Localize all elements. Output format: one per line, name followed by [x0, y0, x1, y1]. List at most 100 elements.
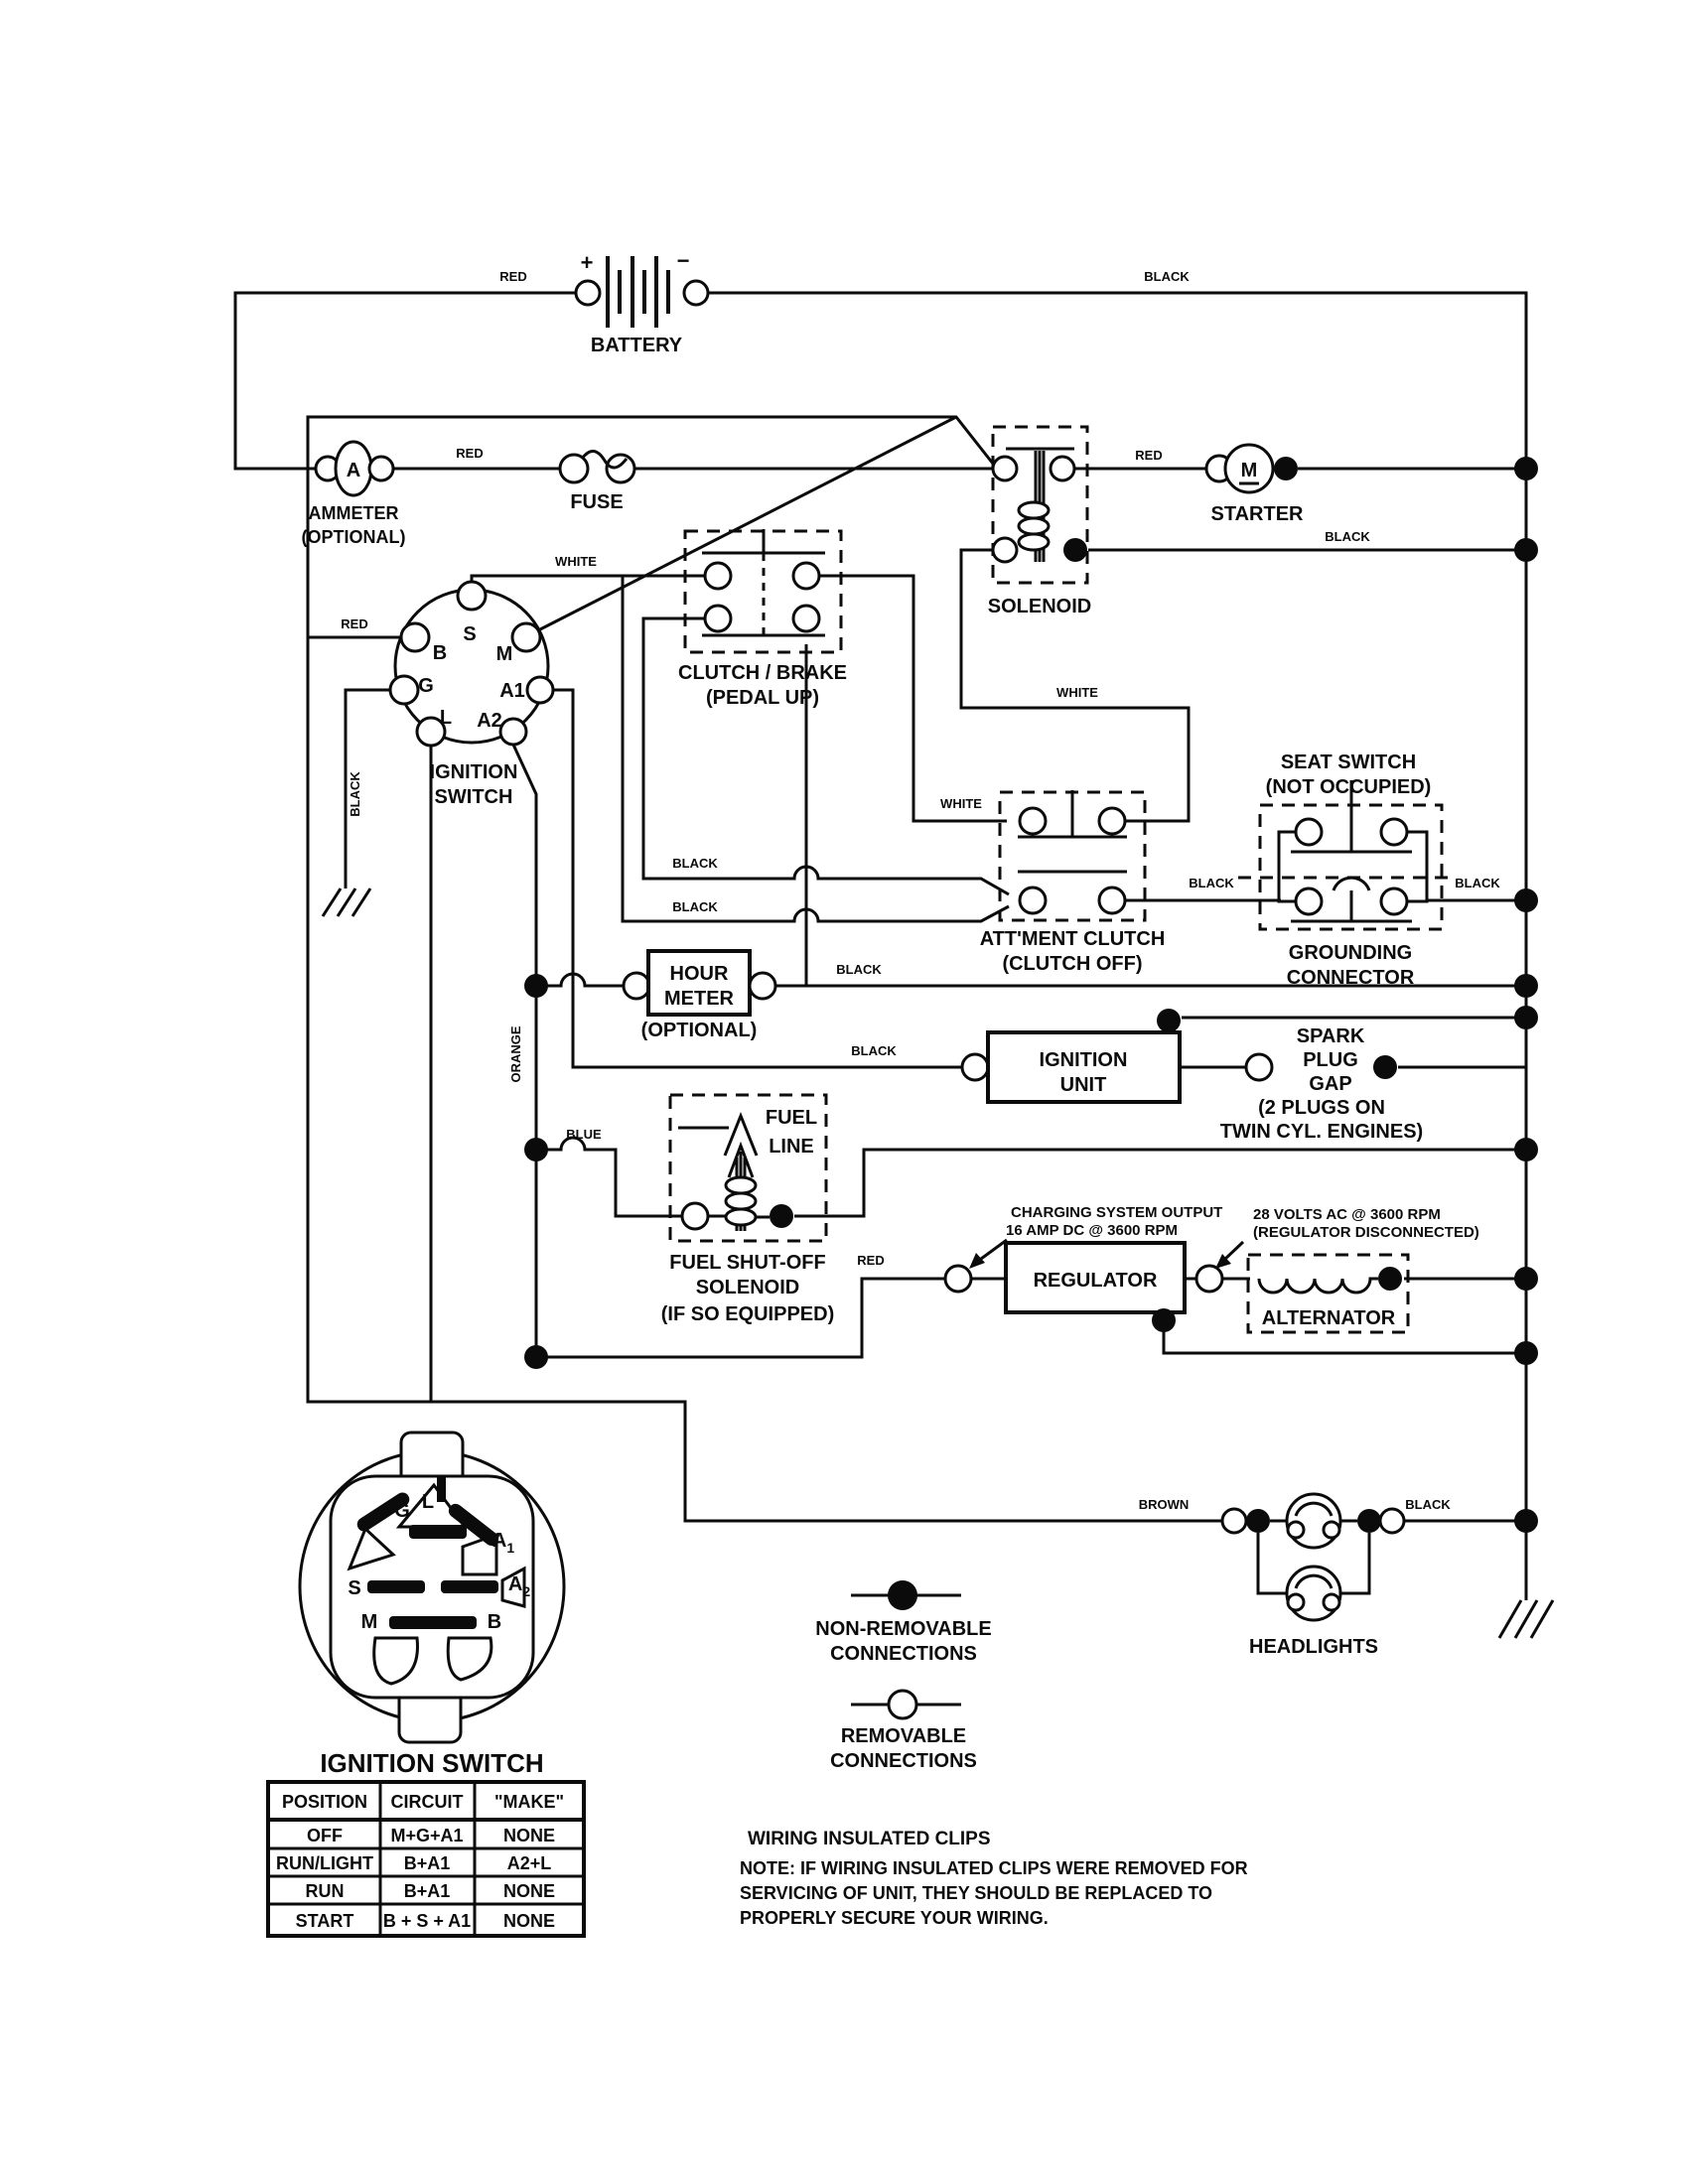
junction-dot [1157, 1009, 1181, 1032]
table-row: RUN/LIGHT B+A1 A2+L [276, 1853, 551, 1873]
starter-label: STARTER [1211, 503, 1305, 525]
fuel-coil-icon [724, 1207, 758, 1227]
key-slot [437, 1476, 446, 1502]
spark-plug-label2: PLUG [1303, 1049, 1358, 1071]
terminal-b-label: B [433, 642, 447, 664]
wire-label: BLACK [348, 771, 362, 817]
cell-position: RUN [306, 1881, 345, 1901]
switch-terminal [1097, 806, 1127, 836]
ignition-switch-table: POSITION CIRCUIT "MAKE" OFF M+G+A1 NONE … [266, 1780, 586, 1938]
switch-terminal [1097, 886, 1127, 915]
ignition-switch-label2: SWITCH [435, 786, 513, 808]
starter-motor [1223, 443, 1275, 494]
wire-label: RED [1135, 448, 1162, 463]
cell-position: START [296, 1911, 354, 1931]
key-slot [441, 1580, 498, 1593]
key-slot [389, 1616, 477, 1629]
switch-detail-title: IGNITION SWITCH [320, 1748, 543, 1778]
attment-clutch-label1: ATT'MENT CLUTCH [980, 928, 1166, 950]
spark-plug-label4: (2 PLUGS ON [1258, 1097, 1385, 1119]
detail-terminal-m: M [361, 1611, 378, 1633]
clutch-brake-label2: (PEDAL UP) [706, 687, 819, 709]
switch-terminal [1379, 887, 1409, 916]
cell-make: NONE [503, 1911, 555, 1931]
switch-terminal [791, 604, 821, 633]
solenoid-terminal [1049, 455, 1076, 482]
cell-make: A2+L [507, 1853, 552, 1873]
charging-annotation2: 16 AMP DC @ 3600 RPM [1006, 1222, 1178, 1239]
clutch-brake-switch: CLUTCH / BRAKE (PEDAL UP) [678, 529, 847, 709]
table-header-make: "MAKE" [494, 1792, 564, 1812]
headlights-label: HEADLIGHTS [1249, 1636, 1378, 1658]
cell-circuit: M+G+A1 [390, 1826, 463, 1845]
ignition-unit-label2: UNIT [1060, 1074, 1107, 1096]
wire-label: BLACK [836, 962, 882, 977]
fuel-solenoid-label3: (IF SO EQUIPPED) [661, 1303, 834, 1325]
wire [470, 574, 705, 583]
detail-terminal-a1-main: A [492, 1530, 506, 1552]
key-slot [367, 1580, 425, 1593]
terminal-a1-label: A1 [499, 680, 525, 702]
switch-terminal [1018, 886, 1048, 915]
clutch-brake-label1: CLUTCH / BRAKE [678, 662, 847, 684]
wire-label: RED [456, 446, 483, 461]
wire [539, 415, 957, 631]
keyway-outline [446, 1636, 493, 1682]
ignition-switch-label1: IGNITION [430, 761, 518, 783]
regulator-label: REGULATOR [1034, 1270, 1158, 1292]
junction-dot [1246, 1509, 1270, 1533]
note-line: NOTE: IF WIRING INSULATED CLIPS WERE REM… [740, 1858, 1248, 1878]
spark-plug-label5: TWIN CYL. ENGINES) [1220, 1121, 1423, 1143]
lamp-terminal [1322, 1592, 1341, 1612]
wire-label: BLACK [672, 856, 718, 871]
switch-terminal [703, 604, 733, 633]
fuse: FUSE [558, 450, 636, 513]
table-header-position: POSITION [282, 1792, 367, 1812]
ground-symbol-right [1497, 1599, 1555, 1639]
junction-dot [524, 1138, 548, 1161]
wiring-note: WIRING INSULATED CLIPS NOTE: IF WIRING I… [740, 1829, 1248, 1928]
wire-label: BLACK [1325, 529, 1370, 544]
seat-switch-label2: (NOT OCCUPIED) [1266, 776, 1432, 798]
arrowhead-icon [969, 1253, 985, 1269]
nonremovable-connection-icon [888, 1580, 917, 1610]
table-row: START B + S + A1 NONE [296, 1911, 555, 1931]
cell-circuit: B+A1 [404, 1853, 451, 1873]
note-line: PROPERLY SECURE YOUR WIRING. [740, 1908, 1049, 1928]
battery: + − BATTERY [574, 248, 710, 356]
fuse-terminal [605, 453, 636, 484]
note-line: SERVICING OF UNIT, THEY SHOULD BE REPLAC… [740, 1883, 1212, 1903]
legend-removable-label1: REMOVABLE [841, 1725, 966, 1747]
keyway-outline [500, 1566, 526, 1608]
cell-circuit: B + S + A1 [383, 1911, 471, 1931]
wire [233, 291, 576, 471]
junction-dot [1152, 1308, 1176, 1332]
terminal-a2 [498, 717, 528, 747]
junction-dot [1373, 1055, 1397, 1079]
wire-color-labels: RED BLACK RED RED BLACK WHITE WHITE WHIT… [341, 269, 1500, 1512]
switch-bar [1291, 890, 1412, 923]
junction-dot [1514, 457, 1538, 480]
detail-terminal-s: S [348, 1577, 360, 1599]
switch-terminal [1294, 887, 1324, 916]
ammeter-sublabel: (OPTIONAL) [302, 527, 406, 547]
wire-label: BLACK [1455, 876, 1500, 890]
seat-switch: SEAT SWITCH (NOT OCCUPIED) GROUNDING CON… [1238, 751, 1450, 989]
minus-sign: − [677, 248, 690, 273]
table-header-circuit: CIRCUIT [391, 1792, 464, 1812]
wire-label: BROWN [1139, 1497, 1190, 1512]
wire-label: RED [341, 616, 367, 631]
wire [511, 744, 538, 1357]
switch-terminal [791, 561, 821, 591]
terminal-l-label: L [440, 707, 452, 729]
fuel-line-label2: LINE [769, 1136, 814, 1158]
terminal-a2-label: A2 [477, 710, 502, 732]
fuel-solenoid-label2: SOLENOID [696, 1277, 799, 1298]
wire [1277, 830, 1429, 903]
wire [1256, 1519, 1526, 1595]
detail-terminal-a2-sub: 2 [522, 1583, 530, 1599]
charging-annotation1: CHARGING SYSTEM OUTPUT [1011, 1204, 1222, 1221]
ammeter-symbol: A [347, 460, 360, 481]
switch-terminal [1379, 817, 1409, 847]
terminal-l [415, 716, 447, 748]
